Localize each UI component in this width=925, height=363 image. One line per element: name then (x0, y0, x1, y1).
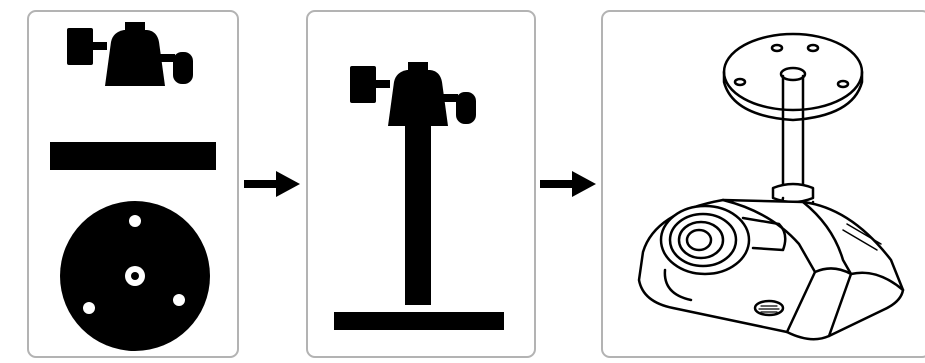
stand-base-icon (334, 312, 504, 330)
pole-bar-icon (50, 142, 216, 170)
camera-head-adapter-icon (67, 22, 193, 86)
disassembled-mount-parts-icon (50, 22, 216, 351)
ceiling-mounted-camera-icon (637, 32, 905, 341)
stand-pole-icon (405, 125, 431, 305)
right-arrow-icon (244, 171, 300, 197)
step-panel-assembled-stand (306, 10, 536, 358)
step-panel-ceiling-mounted-camera (601, 10, 925, 358)
round-base-plate-icon (60, 201, 210, 351)
camera-head-adapter-icon (350, 62, 476, 126)
right-arrow-icon (540, 171, 596, 197)
step-panel-separate-parts (27, 10, 239, 358)
camera-body-icon (637, 198, 905, 341)
assembled-stand-icon (334, 62, 504, 330)
ceiling-plate-icon (722, 32, 864, 122)
